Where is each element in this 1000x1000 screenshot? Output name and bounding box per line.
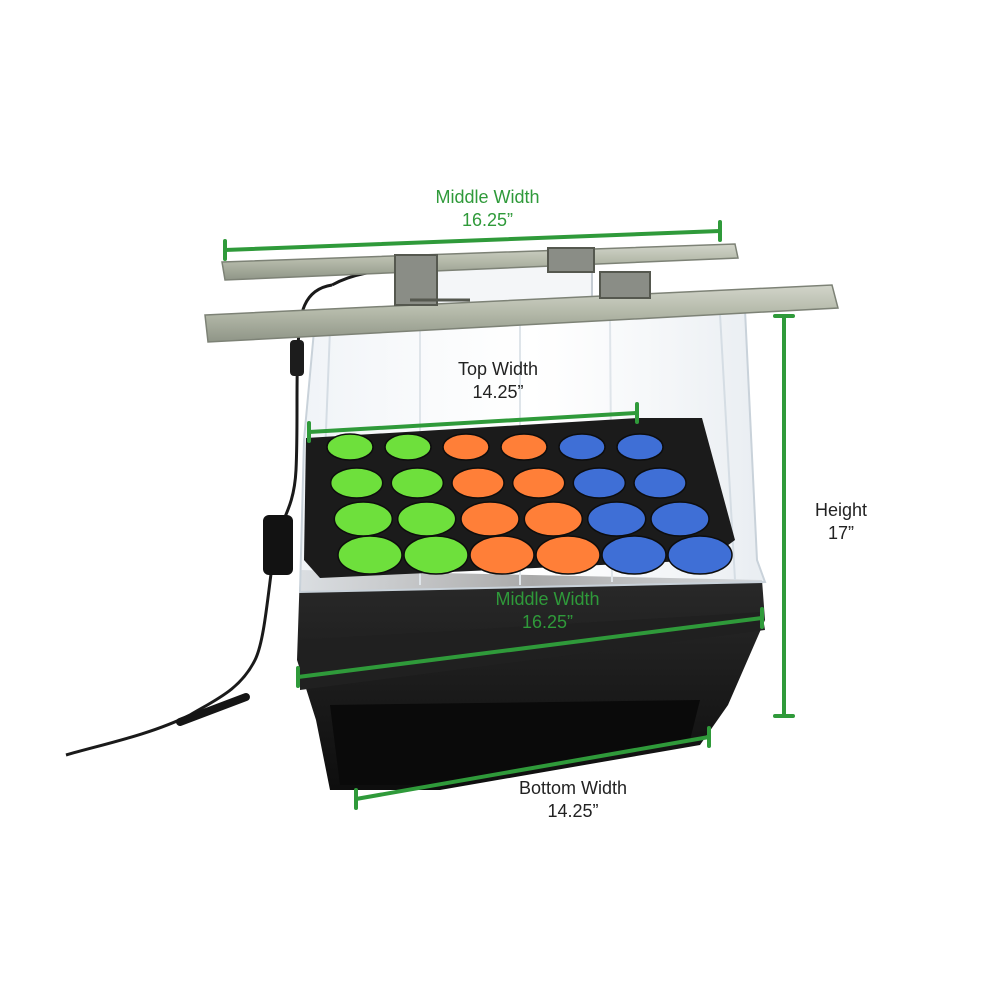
seed-plug xyxy=(384,433,432,461)
seed-plug xyxy=(535,535,601,575)
seed-plug xyxy=(500,433,548,461)
height-title: Height xyxy=(814,500,868,520)
middle-width-top-label: Middle Width 16.25” xyxy=(410,186,565,232)
seed-plug xyxy=(586,501,647,537)
height-value: 17” xyxy=(827,523,854,543)
seed-plug xyxy=(469,535,535,575)
middle-width-top-value: 16.25” xyxy=(461,210,514,230)
seed-plug xyxy=(601,535,667,575)
bottom-width-value: 14.25” xyxy=(547,801,599,821)
middle-width-tray-value: 16.25” xyxy=(521,612,574,632)
seed-plug xyxy=(460,501,520,537)
seed-plug xyxy=(511,467,566,499)
middle-width-tray-label: Middle Width 16.25” xyxy=(470,588,625,634)
seed-plug xyxy=(633,467,687,499)
height-label: Height 17” xyxy=(796,499,886,545)
led-light-bar-icon xyxy=(204,243,839,343)
seed-plug xyxy=(333,501,394,537)
top-width-title: Top Width xyxy=(457,359,539,379)
seed-plugs xyxy=(304,418,735,578)
seed-plug xyxy=(337,535,403,575)
seed-plug xyxy=(572,467,627,499)
seed-plug xyxy=(329,467,384,499)
top-width-value: 14.25” xyxy=(472,382,524,402)
seed-plug xyxy=(442,433,490,461)
seed-plug xyxy=(650,501,710,537)
seed-plug xyxy=(390,467,445,499)
seed-plug xyxy=(326,433,374,461)
seed-plug xyxy=(667,535,733,575)
seed-plug xyxy=(558,433,606,461)
bottom-width-label: Bottom Width 14.25” xyxy=(498,777,648,823)
seed-plug xyxy=(616,433,664,461)
bottom-width-title: Bottom Width xyxy=(518,778,628,798)
seed-plug xyxy=(403,535,469,575)
measurement-lines xyxy=(223,220,795,810)
power-cord-icon xyxy=(65,269,401,757)
seed-plug xyxy=(523,501,584,537)
seed-plug xyxy=(451,467,505,499)
middle-width-tray-title: Middle Width xyxy=(495,589,600,609)
middle-width-top-title: Middle Width xyxy=(435,187,540,207)
top-width-label: Top Width 14.25” xyxy=(433,358,563,404)
seed-plug xyxy=(396,501,457,537)
